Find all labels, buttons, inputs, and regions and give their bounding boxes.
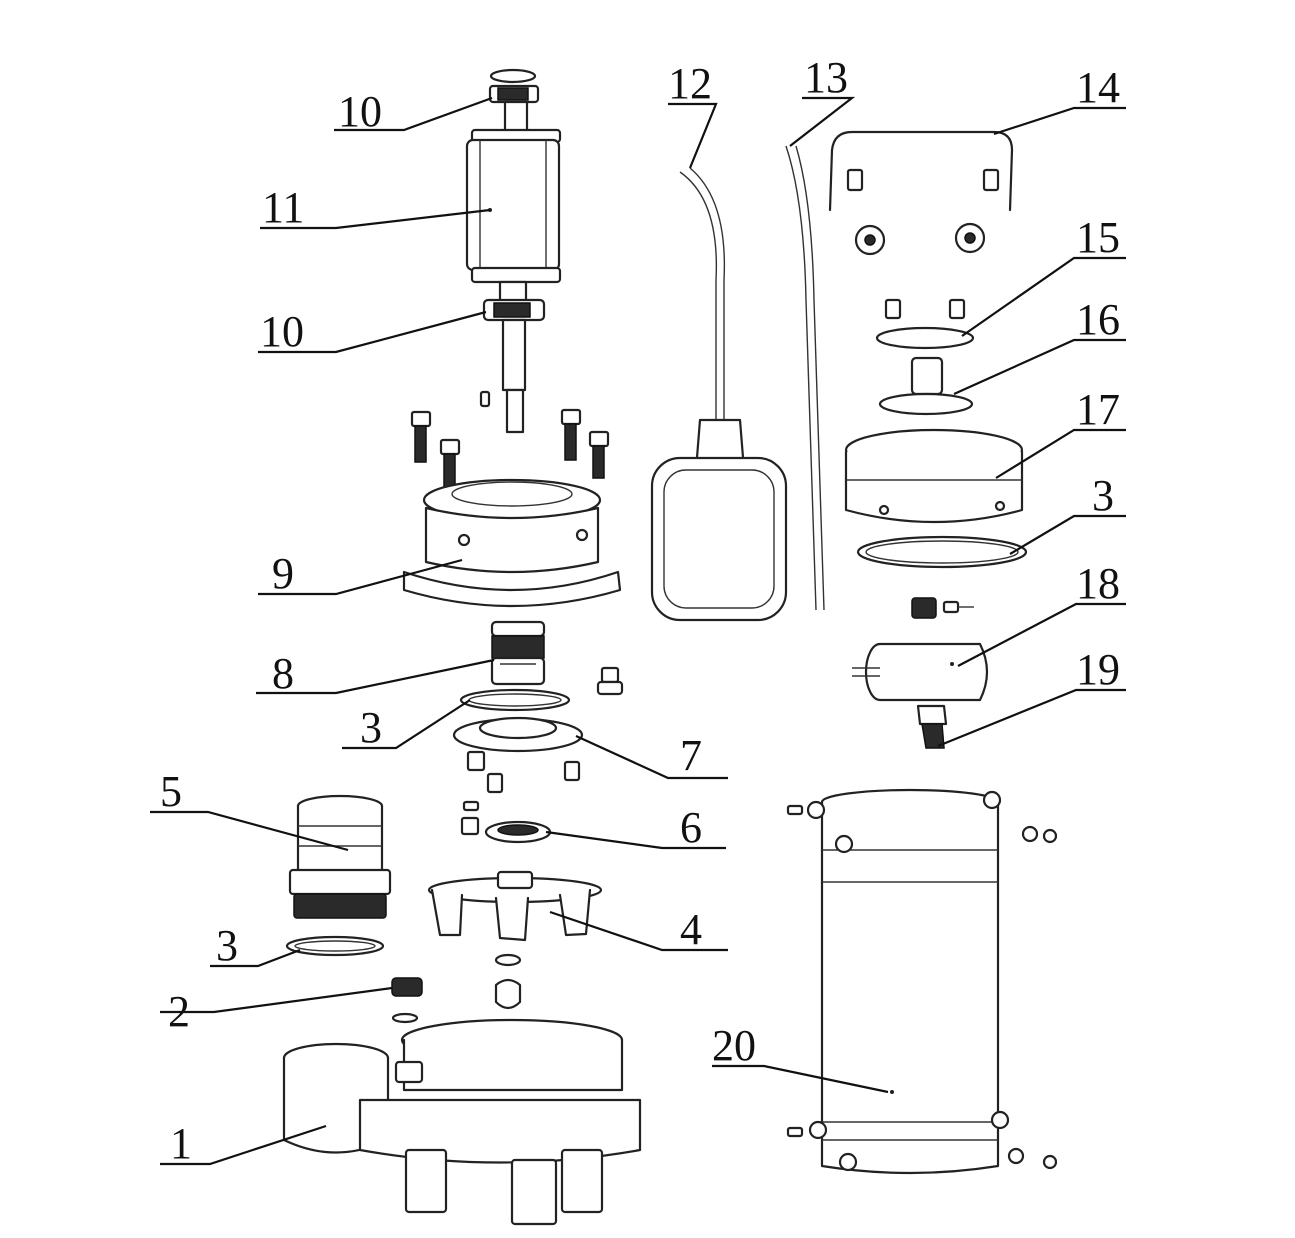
callout-18: 18	[1076, 559, 1120, 608]
callout-7: 7	[680, 731, 702, 780]
cable-clip	[916, 704, 948, 749]
o-ring-lower	[285, 935, 385, 957]
leader-lines	[150, 96, 1126, 1166]
capacitor	[852, 642, 989, 702]
cable-gland	[878, 356, 974, 416]
handle	[828, 130, 1014, 256]
callout-numbers: 10 11 10 9 8 3 7 5 6 4 3 2 1 12 13 14 15…	[160, 53, 1120, 1168]
shaft-seal-ring	[460, 800, 552, 844]
cable-gland-plate	[875, 298, 975, 350]
motor-cover-bolts	[410, 408, 610, 489]
callout-12: 12	[668, 59, 712, 108]
callout-16: 16	[1076, 295, 1120, 344]
callout-2: 2	[168, 987, 190, 1036]
callout-14: 14	[1076, 63, 1120, 112]
motor-rotor	[465, 100, 562, 284]
capacitor-screws	[911, 597, 974, 619]
pump-casing	[282, 1018, 642, 1226]
power-cable	[785, 145, 825, 611]
mechanical-seal	[490, 620, 546, 686]
impeller-nut	[494, 953, 522, 1010]
callout-3-right: 3	[1092, 471, 1114, 520]
drain-plug	[391, 977, 423, 1024]
top-cover	[844, 428, 1024, 524]
motor-sleeve	[786, 788, 1058, 1175]
callout-19: 19	[1076, 645, 1120, 694]
upper-bearing	[488, 68, 540, 104]
float-switch	[650, 167, 788, 622]
outlet-connector	[288, 794, 392, 919]
callout-6: 6	[680, 803, 702, 852]
callout-4: 4	[680, 905, 702, 954]
callout-20: 20	[712, 1021, 756, 1070]
motor-housing	[402, 478, 622, 608]
o-ring-middle	[459, 688, 571, 712]
callout-13: 13	[804, 53, 848, 102]
callout-3-middle: 3	[360, 703, 382, 752]
seal-plate	[452, 716, 584, 794]
callout-17: 17	[1076, 385, 1120, 434]
callout-15: 15	[1076, 213, 1120, 262]
callout-1: 1	[170, 1119, 192, 1168]
callout-10-top: 10	[338, 87, 382, 136]
o-ring-right	[856, 535, 1028, 569]
callout-5: 5	[160, 767, 182, 816]
callout-11: 11	[262, 183, 304, 232]
impeller	[427, 870, 603, 942]
lower-bearing-and-shaft	[479, 280, 546, 434]
callout-3-lower: 3	[216, 921, 238, 970]
callout-9: 9	[272, 549, 294, 598]
callout-10-bottom: 10	[260, 307, 304, 356]
small-screw	[596, 666, 624, 696]
callout-8: 8	[272, 649, 294, 698]
